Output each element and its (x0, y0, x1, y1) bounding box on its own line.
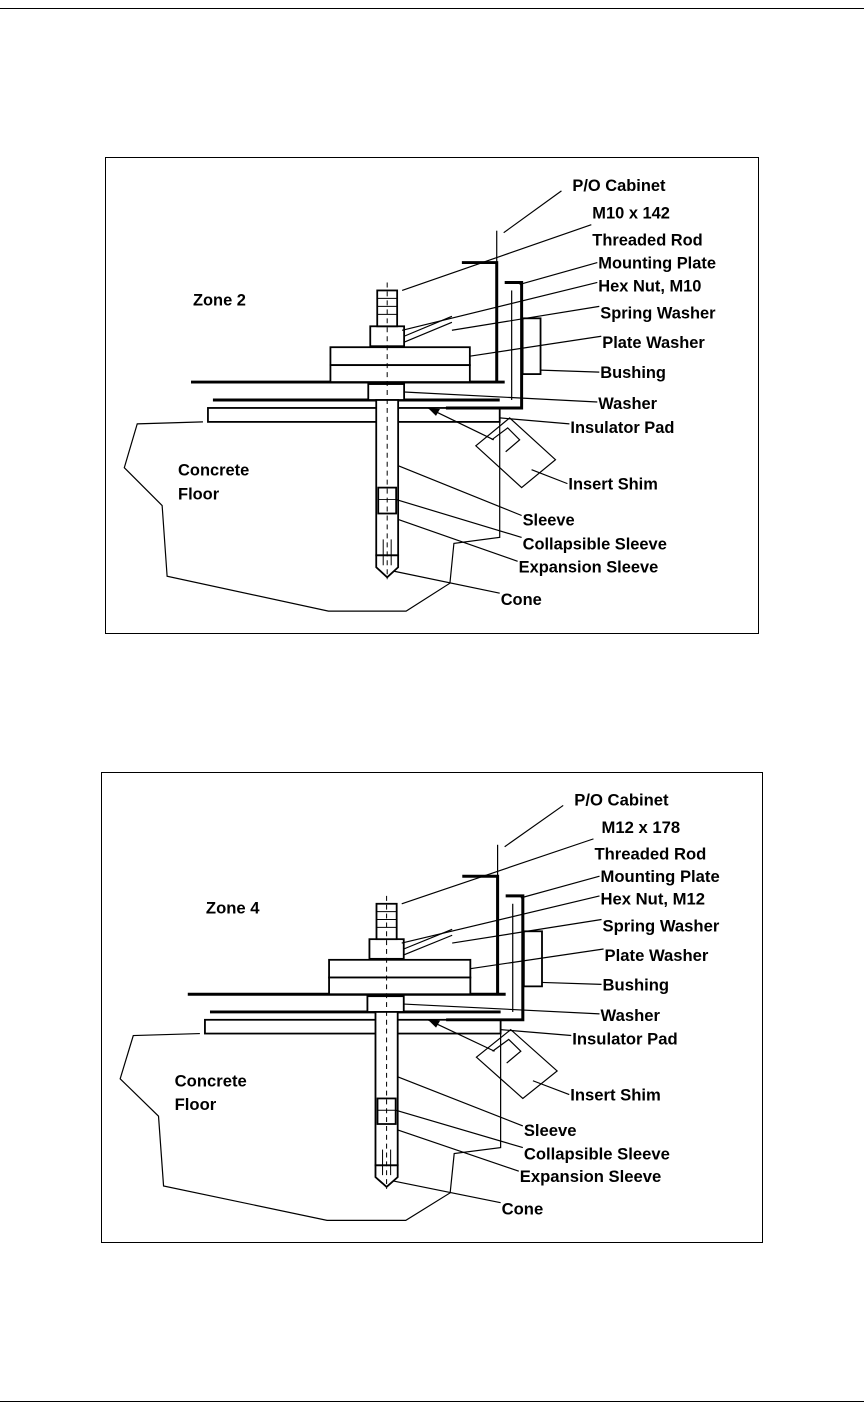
mounting-plate (445, 280, 524, 410)
diagram-drawing: Zone 4 Concrete Floor P/O Cabinet M12 x … (119, 792, 720, 1221)
concrete-floor-outline (123, 421, 501, 612)
label-expansion-sleeve: Expansion Sleeve (519, 558, 659, 576)
label-insulator-pad: Insulator Pad (572, 1031, 677, 1049)
top-rule (0, 8, 864, 9)
label-hex-nut: Hex Nut, M12 (601, 891, 705, 909)
threaded-rod-top (375, 902, 398, 941)
zone-label: Zone 2 (193, 291, 246, 309)
diagram-drawing: Zone 2 Concrete Floor P/O Cabinet M10 x … (123, 177, 716, 612)
label-washer: Washer (601, 1007, 661, 1025)
anchor-sleeve (374, 1011, 399, 1167)
label-spring-washer: Spring Washer (603, 917, 720, 935)
anchor-diagram-zone-4: Zone 4 Concrete Floor P/O Cabinet M12 x … (101, 772, 763, 1243)
label-cabinet: P/O Cabinet (574, 792, 669, 810)
concrete-floor-label-2: Floor (175, 1096, 217, 1114)
label-threaded-rod: Threaded Rod (592, 232, 702, 250)
anchor-diagram-zone-2: Zone 2 Concrete Floor P/O Cabinet M10 x … (105, 157, 759, 634)
label-rod-size: M10 x 142 (592, 205, 670, 223)
anchor-sleeve (375, 399, 400, 557)
concrete-floor-outline (119, 1032, 502, 1221)
label-insulator-pad: Insulator Pad (570, 419, 674, 437)
washer (367, 383, 406, 401)
washer (366, 995, 405, 1013)
label-bushing: Bushing (603, 976, 670, 994)
cone (374, 1164, 399, 1189)
label-mounting-plate: Mounting Plate (601, 868, 720, 886)
plate-washer-lower (329, 364, 471, 383)
insulator-pad (207, 407, 501, 423)
plate-washer (328, 958, 472, 979)
spring-washer-2 (403, 321, 453, 343)
concrete-floor-label: Concrete (175, 1073, 247, 1091)
label-threaded-rod: Threaded Rod (594, 846, 706, 864)
label-spring-washer: Spring Washer (600, 304, 716, 322)
insert-shim (475, 1028, 559, 1100)
label-rod-size: M12 x 178 (602, 819, 681, 837)
label-plate-washer: Plate Washer (602, 334, 705, 352)
label-insert-shim: Insert Shim (570, 1087, 661, 1105)
insulator-pad (204, 1018, 502, 1035)
cone (375, 554, 400, 579)
label-cabinet: P/O Cabinet (572, 177, 666, 195)
label-plate-washer: Plate Washer (605, 947, 709, 965)
label-hex-nut: Hex Nut, M10 (598, 277, 701, 295)
threaded-rod-top (376, 289, 399, 328)
zone-label: Zone 4 (206, 900, 260, 918)
spring-washer-2 (403, 934, 453, 956)
cabinet-wall (462, 874, 500, 995)
bottom-rule (0, 1401, 864, 1402)
label-collapsible-sleeve: Collapsible Sleeve (524, 1146, 670, 1164)
label-cone: Cone (501, 591, 542, 609)
concrete-floor-label: Concrete (178, 462, 249, 480)
label-sleeve: Sleeve (523, 511, 575, 529)
label-sleeve: Sleeve (524, 1122, 577, 1140)
label-washer: Washer (598, 395, 657, 413)
label-mounting-plate: Mounting Plate (598, 255, 716, 273)
plate-washer (329, 346, 471, 367)
concrete-floor-label-2: Floor (178, 486, 220, 504)
label-expansion-sleeve: Expansion Sleeve (520, 1168, 661, 1186)
label-bushing: Bushing (600, 364, 666, 382)
label-collapsible-sleeve: Collapsible Sleeve (523, 535, 667, 553)
label-insert-shim: Insert Shim (568, 476, 657, 494)
plate-washer-lower (328, 976, 472, 996)
insert-shim (474, 417, 557, 489)
label-cone: Cone (502, 1201, 544, 1219)
mounting-plate (446, 894, 525, 1022)
